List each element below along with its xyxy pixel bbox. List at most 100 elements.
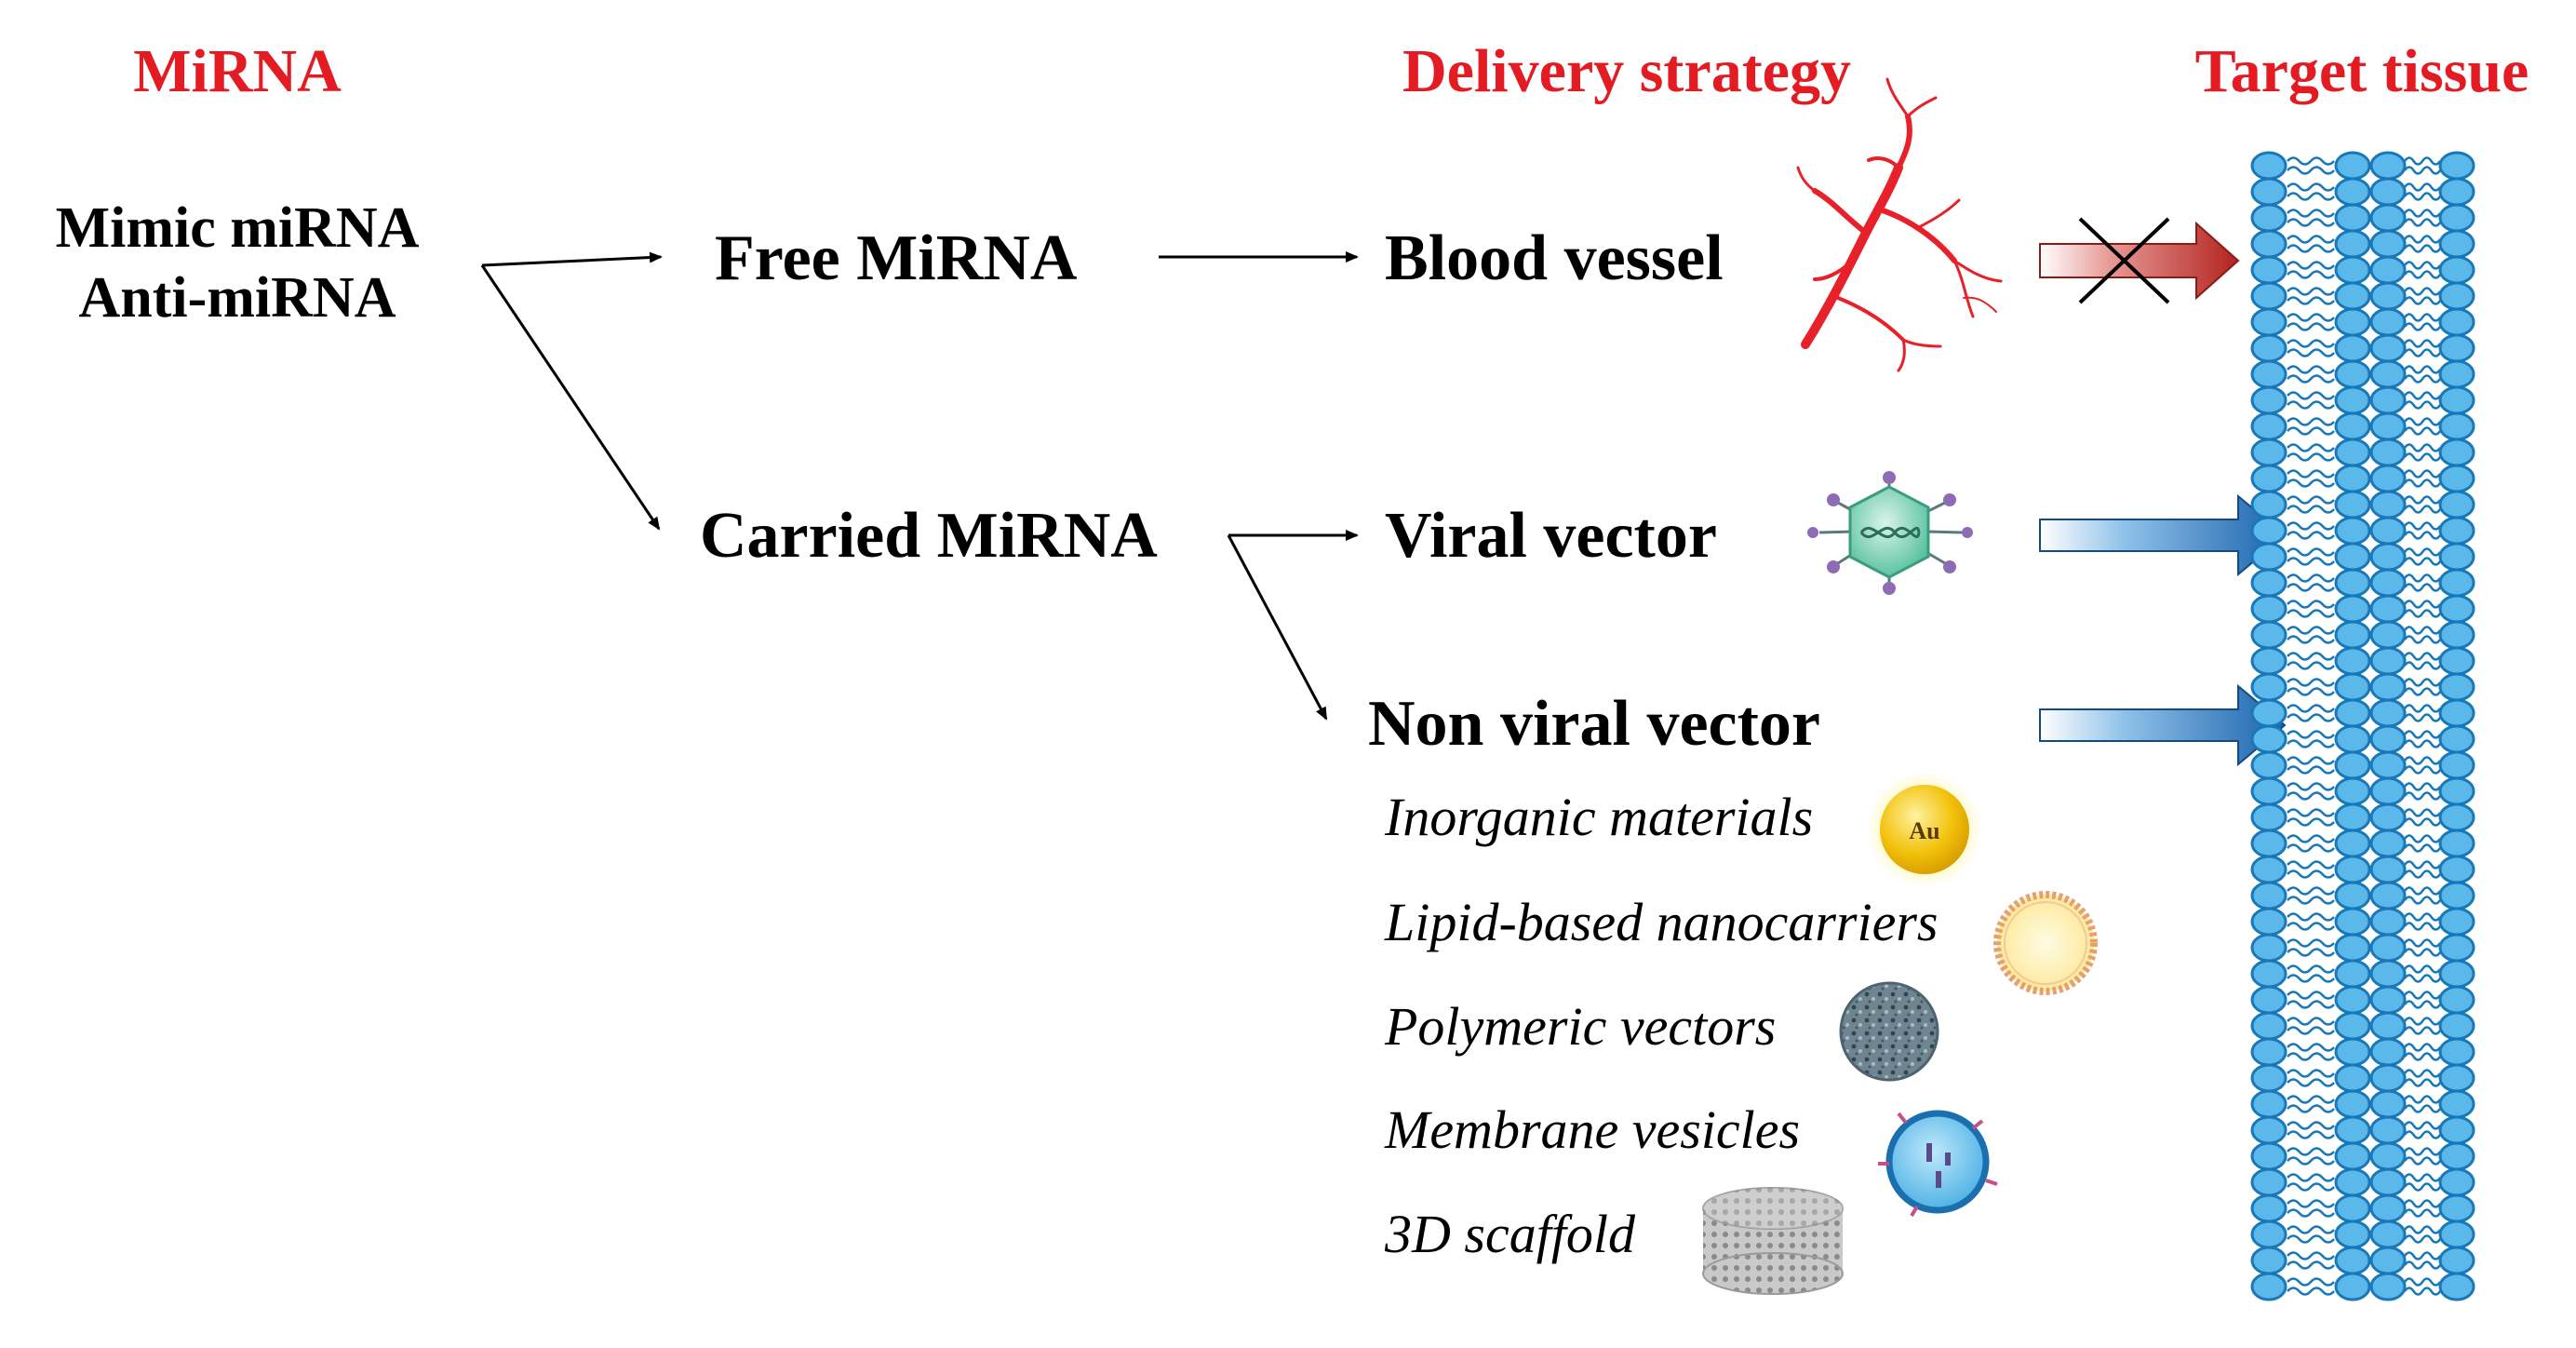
lipid-tail <box>2287 547 2335 557</box>
lipid-tail <box>2287 730 2335 739</box>
lipid-head <box>2369 255 2407 285</box>
lipid-tail <box>2287 1121 2335 1130</box>
lipid-tail <box>2287 521 2335 531</box>
lipid-tail <box>2287 479 2335 488</box>
lipid-tail <box>2287 964 2335 974</box>
lipid-tail <box>2287 756 2335 765</box>
lipid-tail <box>2287 400 2335 410</box>
lipid-head <box>2334 1115 2371 1145</box>
lipid-head <box>2369 724 2407 754</box>
lipid-head <box>2438 933 2475 963</box>
lipid-tail <box>2287 948 2335 957</box>
lipid-head <box>2334 985 2371 1015</box>
lipid-head <box>2438 1115 2475 1145</box>
lipid-tail <box>2287 974 2335 983</box>
lipid-head <box>2369 568 2407 598</box>
lipid-tail <box>2287 1147 2335 1156</box>
lipid-tail <box>2287 1277 2335 1287</box>
lipid-tail <box>2403 521 2442 531</box>
lipid-head <box>2438 907 2475 937</box>
lipid-tail <box>2287 860 2335 869</box>
lipid-tail <box>2403 817 2442 827</box>
lipid-tail <box>2287 1182 2335 1192</box>
lipid-tail <box>2403 426 2442 436</box>
lipid-head <box>2438 490 2475 519</box>
lipid-head <box>2334 829 2371 858</box>
lipid-tail <box>2403 678 2442 687</box>
lipid-head <box>2250 385 2288 415</box>
lipid-tail <box>2403 704 2442 713</box>
lipid-tail <box>2403 261 2442 270</box>
lipid-tail <box>2287 922 2335 931</box>
lipid-tail <box>2287 704 2335 713</box>
lipid-tail <box>2403 1000 2442 1009</box>
lipid-tail <box>2403 479 2442 488</box>
lipid-head <box>2369 229 2407 259</box>
lipid-head <box>2250 881 2288 910</box>
lipid-tail <box>2287 869 2335 879</box>
lipid-head <box>2369 281 2407 311</box>
lipid-head <box>2334 568 2371 598</box>
lipid-head <box>2369 672 2407 702</box>
lipid-tail <box>2403 782 2442 791</box>
lipid-head <box>2334 750 2371 780</box>
source-anti-mirna: Anti-miRNA <box>79 266 396 330</box>
lipid-head <box>2438 1167 2475 1197</box>
lipid-head <box>2438 1246 2475 1275</box>
lipid-head <box>2369 385 2407 415</box>
lipid-tail <box>2287 156 2335 166</box>
lipid-head <box>2369 829 2407 858</box>
lipid-tail <box>2403 365 2442 374</box>
lipid-head <box>2438 985 2475 1015</box>
lipid-tail <box>2403 583 2442 592</box>
lipid-head <box>2369 1063 2407 1093</box>
lipid-head <box>2369 307 2407 337</box>
lipid-head <box>2369 490 2407 519</box>
lipid-tail <box>2287 791 2335 801</box>
lipid-head <box>2250 1272 2288 1301</box>
lipid-head <box>2250 907 2288 937</box>
item-polymeric-vectors: Polymeric vectors <box>1384 996 1776 1057</box>
lipid-head <box>2334 177 2371 207</box>
lipid-tail <box>2287 938 2335 948</box>
lipid-head <box>2438 516 2475 546</box>
lipid-head <box>2334 959 2371 989</box>
lipid-tail <box>2287 782 2335 791</box>
lipid-tail <box>2287 505 2335 514</box>
lipid-head <box>2438 281 2475 311</box>
lipid-head <box>2369 1141 2407 1171</box>
lipid-head <box>2369 411 2407 441</box>
lipid-head <box>2334 1063 2371 1093</box>
lipid-tail <box>2403 1156 2442 1166</box>
lipid-tail <box>2403 1130 2442 1139</box>
lipid-head <box>2334 1037 2371 1067</box>
lipid-tail <box>2287 817 2335 827</box>
lipid-head <box>2438 1089 2475 1119</box>
lipid-head <box>2369 959 2407 989</box>
lipid-tail <box>2403 374 2442 384</box>
lipid-head <box>2438 881 2475 910</box>
lipid-tail <box>2403 739 2442 748</box>
lipid-tail <box>2403 1225 2442 1234</box>
lipid-head <box>2250 672 2288 702</box>
lipid-tail <box>2403 896 2442 905</box>
lipid-head <box>2250 698 2288 728</box>
lipid-head <box>2369 985 2407 1015</box>
lipid-tail <box>2287 261 2335 270</box>
lipid-head <box>2369 776 2407 806</box>
lipid-tail <box>2287 296 2335 305</box>
lipid-tail <box>2287 1052 2335 1061</box>
lipid-head <box>2369 1220 2407 1249</box>
lipid-tail <box>2403 1251 2442 1260</box>
lipid-head <box>2334 1089 2371 1119</box>
lipid-head <box>2438 802 2475 832</box>
lipid-head <box>2369 1272 2407 1301</box>
lipid-tail <box>2403 912 2442 922</box>
lipid-head <box>2334 307 2371 337</box>
lipid-head <box>2438 646 2475 676</box>
lipid-head <box>2369 1246 2407 1275</box>
lipid-head <box>2250 307 2288 337</box>
lipid-head <box>2438 385 2475 415</box>
lipid-tail <box>2287 912 2335 922</box>
